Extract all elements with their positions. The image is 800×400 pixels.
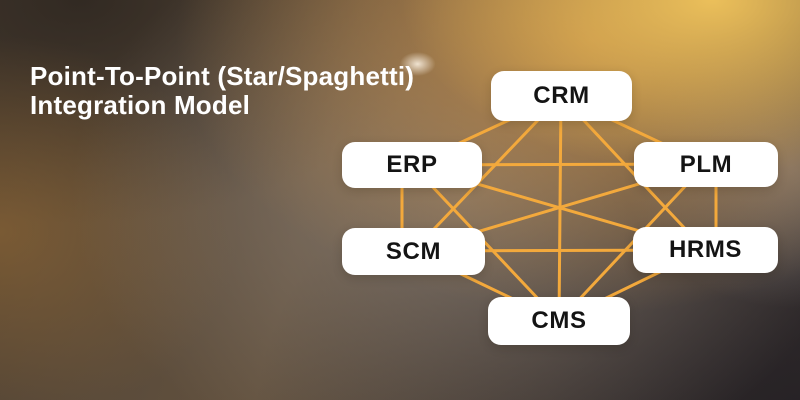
edge-erp-cms — [410, 163, 561, 323]
edge-crm-hrms — [559, 94, 707, 252]
system-node-label-erp: ERP — [386, 151, 438, 178]
edge-crm-scm — [411, 94, 563, 253]
edge-plm-cms — [557, 162, 708, 323]
page-title: Point-To-Point (Star/Spaghetti) Integrat… — [30, 62, 414, 120]
system-node-plm: PLM — [634, 142, 778, 187]
system-node-crm: CRM — [491, 71, 632, 121]
system-node-label-crm: CRM — [533, 82, 590, 109]
page-title-line1: Point-To-Point (Star/Spaghetti) — [30, 61, 415, 91]
system-node-scm: SCM — [342, 228, 485, 275]
page-title-line2: Integration Model — [30, 90, 251, 120]
system-node-label-hrms: HRMS — [668, 236, 743, 263]
system-node-erp: ERP — [342, 142, 482, 188]
system-node-label-scm: SCM — [385, 237, 442, 265]
system-node-hrms: HRMS — [633, 227, 778, 273]
system-node-label-plm: PLM — [679, 150, 733, 178]
system-node-cms: CMS — [488, 297, 630, 345]
system-node-label-cms: CMS — [531, 307, 587, 334]
